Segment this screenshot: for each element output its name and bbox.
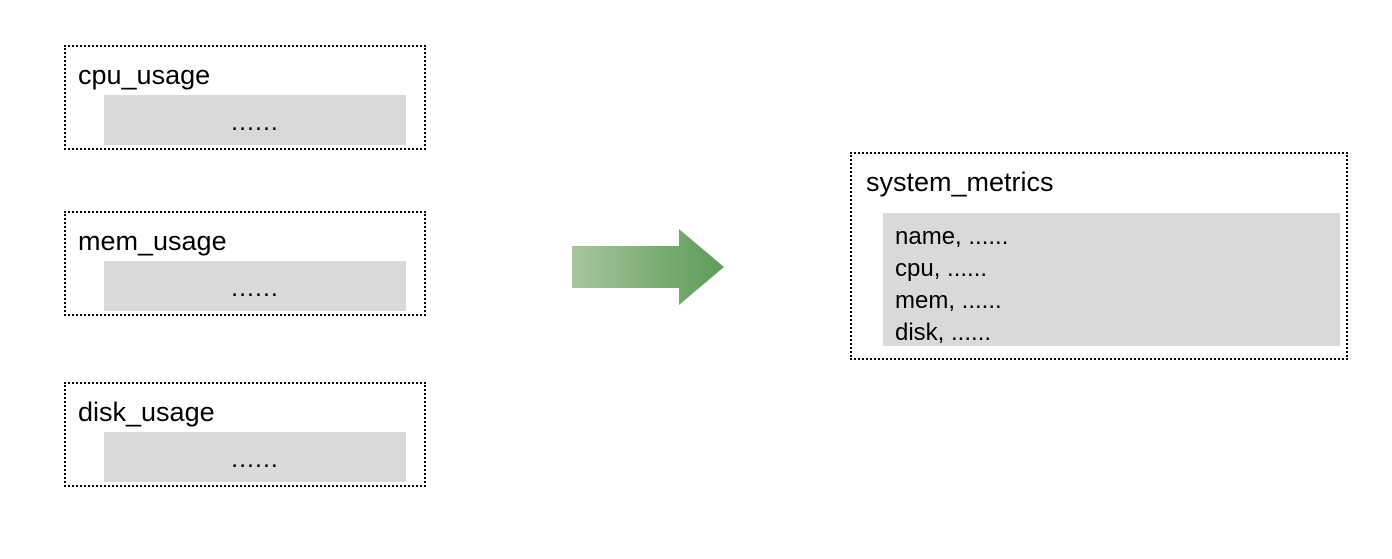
node-mem-usage[interactable]: mem_usage ...... [64,211,426,316]
node-disk-usage[interactable]: disk_usage ...... [64,382,426,487]
payload-ellipsis: ...... [231,445,279,473]
field-list: name, ...... cpu, ...... mem, ...... dis… [895,221,1008,349]
node-title: mem_usage [78,226,227,256]
node-payload: ...... [104,95,406,145]
right-arrow-icon [572,227,724,307]
field-row: disk, ...... [895,319,992,346]
field-row: cpu, ...... [895,255,988,282]
node-cpu-usage[interactable]: cpu_usage ...... [64,45,426,150]
node-title: system_metrics [866,167,1054,197]
field-row: mem, ...... [895,287,1002,314]
node-payload: name, ...... cpu, ...... mem, ...... dis… [883,213,1340,346]
node-system-metrics[interactable]: system_metrics name, ...... cpu, ...... … [850,152,1348,360]
node-payload: ...... [104,432,406,482]
payload-ellipsis: ...... [231,108,279,136]
node-title: disk_usage [78,397,215,427]
field-row: name, ...... [895,223,1009,250]
payload-ellipsis: ...... [231,274,279,302]
node-payload: ...... [104,261,406,311]
node-title: cpu_usage [78,60,211,90]
